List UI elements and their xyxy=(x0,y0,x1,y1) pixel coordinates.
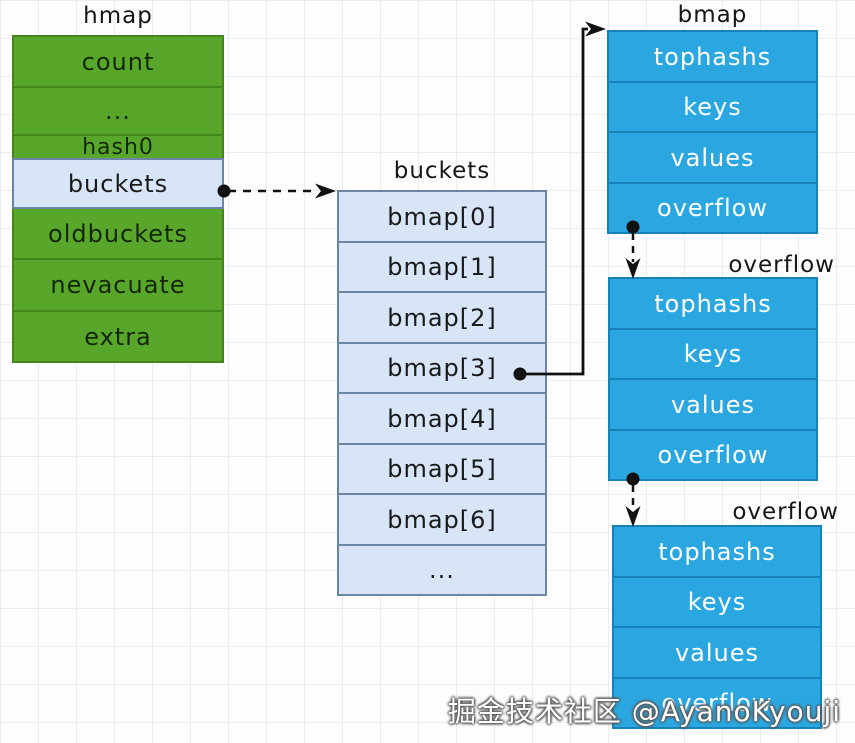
overflow1-row-overflow: overflow xyxy=(608,429,818,481)
buckets-row-bmap1: bmap[1] xyxy=(337,241,547,293)
buckets-row-bmap3: bmap[3] xyxy=(337,342,547,394)
bmap-row-overflow: overflow xyxy=(607,182,818,234)
hmap-row-nevacuate: nevacuate xyxy=(12,258,224,312)
overflow2-row-keys: keys xyxy=(612,576,822,628)
overflow1-row-values: values xyxy=(608,378,818,431)
overflow1-row-tophashs: tophashs xyxy=(608,277,818,330)
hmap-row-ellipsis: ... xyxy=(12,86,224,136)
hmap-table: count ... hash0 buckets oldbuckets nevac… xyxy=(12,35,224,363)
buckets-row-bmap6: bmap[6] xyxy=(337,493,547,546)
hmap-row-oldbuckets: oldbuckets xyxy=(12,207,224,260)
bmap-title: bmap xyxy=(677,2,748,28)
buckets-table: bmap[0] bmap[1] bmap[2] bmap[3] bmap[4] … xyxy=(337,190,547,596)
hmap-row-hash0: hash0 xyxy=(12,134,224,160)
bmap-row-keys: keys xyxy=(607,81,818,133)
arrow-buckets-to-buckets-table xyxy=(217,183,336,199)
buckets-row-bmap2: bmap[2] xyxy=(337,291,547,344)
overflow1-row-keys: keys xyxy=(608,328,818,380)
buckets-row-bmap4: bmap[4] xyxy=(337,392,547,445)
buckets-title: buckets xyxy=(393,158,491,184)
bmap-row-values: values xyxy=(607,131,818,184)
hmap-row-buckets: buckets xyxy=(12,158,224,209)
overflow2-table: tophashs keys values overflow xyxy=(612,525,822,729)
hmap-row-count: count xyxy=(12,35,224,88)
overflow1-title: overflow xyxy=(728,252,835,278)
hmap-row-extra: extra xyxy=(12,310,224,363)
buckets-row-ellipsis: ... xyxy=(337,544,547,596)
overflow2-row-overflow: overflow xyxy=(612,677,822,729)
bmap-row-tophashs: tophashs xyxy=(607,30,818,83)
hmap-title: hmap xyxy=(83,3,153,29)
overflow2-title: overflow xyxy=(732,499,839,525)
buckets-row-bmap0: bmap[0] xyxy=(337,190,547,243)
overflow1-table: tophashs keys values overflow xyxy=(608,277,818,481)
overflow2-row-values: values xyxy=(612,626,822,679)
overflow2-row-tophashs: tophashs xyxy=(612,525,822,578)
buckets-row-bmap5: bmap[5] xyxy=(337,443,547,495)
watermark-text: 掘金技术社区 @AyanoKyouji xyxy=(447,695,841,728)
bmap-table: tophashs keys values overflow xyxy=(607,30,818,234)
